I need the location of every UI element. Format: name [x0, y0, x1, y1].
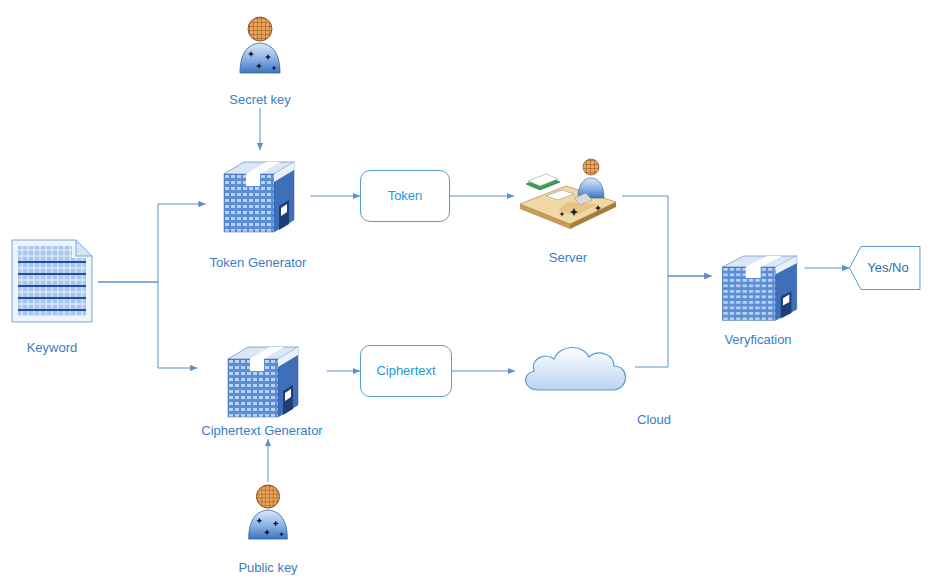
- data-box: Token: [360, 170, 450, 222]
- star-mark: [248, 51, 254, 57]
- cloud-outline: [525, 347, 625, 390]
- block-band: [278, 347, 298, 367]
- star-mark: [265, 54, 271, 60]
- key-holder: Public key: [234, 482, 301, 576]
- connector-line: [268, 439, 269, 482]
- person-icon: [237, 14, 283, 74]
- block-side: [775, 256, 796, 320]
- connector-line: [327, 371, 360, 372]
- block-side: [278, 347, 298, 417]
- star-mark: [264, 529, 270, 535]
- block-band: [250, 347, 284, 359]
- document-line: [18, 285, 86, 287]
- keyword-document: Keyword: [6, 238, 98, 356]
- star-mark: [279, 532, 284, 537]
- person-body: [249, 510, 288, 539]
- document-page: [12, 240, 92, 322]
- book-pages: [528, 174, 558, 186]
- block-front: [722, 267, 775, 320]
- block-band: [246, 162, 280, 174]
- person-icon: [245, 482, 291, 540]
- block-door: [780, 291, 791, 319]
- block-door: [285, 389, 291, 401]
- server-icon: Server: [514, 152, 622, 266]
- node-label: Public key: [238, 560, 297, 576]
- block-band: [775, 256, 796, 274]
- data-box: Ciphertext: [360, 345, 452, 397]
- server-icon: [518, 152, 618, 232]
- paper: [546, 190, 574, 200]
- block-side: [274, 162, 294, 232]
- generator-block: Token Generator: [206, 150, 311, 271]
- document-line: [18, 297, 86, 299]
- box-label: Yes/No: [867, 260, 908, 276]
- doc-icon: [10, 238, 94, 324]
- building-icon: [222, 335, 302, 420]
- block-front: [224, 174, 274, 232]
- star-mark: [256, 63, 262, 69]
- node-label: Keyword: [27, 340, 78, 356]
- star-mark: [595, 205, 601, 211]
- block-front: [228, 359, 278, 417]
- generator-block: Ciphertext Generator: [197, 335, 326, 439]
- building-icon: [218, 150, 298, 235]
- block-band: [274, 162, 294, 182]
- block-door: [281, 204, 287, 216]
- person-body: [240, 43, 280, 73]
- block-band: [246, 174, 260, 186]
- node-label: Ciphertext Generator: [201, 423, 322, 439]
- block-band: [745, 267, 760, 278]
- connector-line: [622, 196, 712, 276]
- node-label: Token Generator: [210, 255, 307, 271]
- building-icon: [716, 245, 801, 323]
- connector-line: [805, 268, 850, 269]
- connector-line: [310, 196, 360, 197]
- block-band: [250, 359, 264, 371]
- connector-line: [98, 204, 206, 282]
- undefined-icon: [519, 338, 631, 396]
- laptop: [574, 193, 592, 205]
- star-mark: [570, 208, 578, 216]
- person-head: [248, 17, 272, 41]
- document-line: [18, 273, 86, 275]
- page-fold: [76, 240, 92, 256]
- connector-line: [259, 108, 260, 150]
- cloud-shape: Cloud: [515, 338, 635, 396]
- block-door: [782, 295, 788, 306]
- block-door: [283, 385, 293, 415]
- block-band: [745, 256, 781, 267]
- result-tag: Yes/No: [849, 246, 920, 290]
- connector-line: [98, 282, 197, 368]
- connector-line: [452, 371, 515, 372]
- node-label: Veryfication: [724, 332, 791, 348]
- star-mark: [256, 518, 262, 524]
- document-grid: [18, 246, 72, 258]
- person-head: [583, 159, 599, 175]
- star-mark: [273, 521, 279, 527]
- person-head: [256, 485, 279, 508]
- box-label: Ciphertext: [376, 363, 435, 379]
- star-mark: [560, 212, 565, 217]
- box-label: Token: [388, 188, 423, 204]
- document-line: [18, 309, 86, 311]
- node-label: Cloud: [637, 412, 671, 428]
- star-mark: [271, 66, 276, 71]
- node-label: Server: [549, 250, 587, 266]
- document-line: [18, 261, 86, 263]
- tag-shape: [850, 247, 920, 290]
- connector-line: [635, 276, 712, 367]
- block-door: [279, 200, 289, 230]
- desk-tile: [558, 202, 598, 216]
- document-grid: [18, 258, 86, 316]
- key-holder: Secret key: [225, 14, 294, 108]
- connector-line: [450, 196, 514, 197]
- node-label: Secret key: [229, 92, 290, 108]
- verification-block: Veryfication: [712, 245, 805, 348]
